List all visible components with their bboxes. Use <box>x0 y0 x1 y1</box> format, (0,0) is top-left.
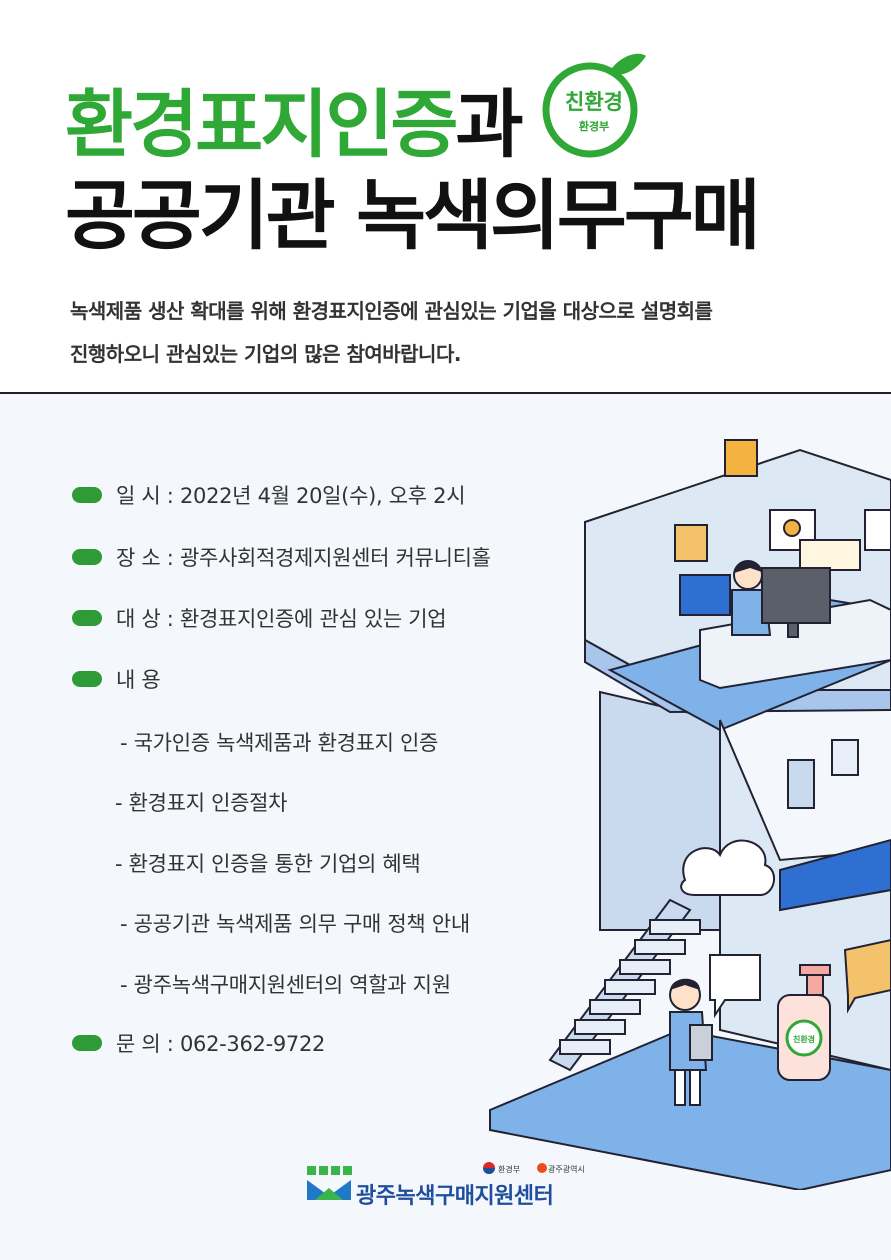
detail-content-label-text: 내 용 <box>116 668 161 692</box>
detail-date: 일 시 : 2022년 4월 20일(수), 오후 2시 <box>72 480 466 510</box>
header-section: 환경표지인증과 공공기관 녹색의무구매 친환경 환경부 녹색제품 생산 확대를 … <box>0 0 891 393</box>
content-item: - 국가인증 녹색제품과 환경표지 인증 <box>120 731 439 755</box>
detail-target: 대 상 : 환경표지인증에 관심 있는 기업 <box>72 603 447 633</box>
description-line2: 진행하오니 관심있는 기업의 많은 참여바랍니다. <box>70 342 461 366</box>
title-black-text: 과 <box>455 82 523 168</box>
detail-contact: 문 의 : 062-362-9722 <box>72 1028 325 1058</box>
bullet-icon <box>72 487 102 503</box>
bullet-icon <box>72 610 102 626</box>
detail-target-text: 대 상 : 환경표지인증에 관심 있는 기업 <box>116 607 447 631</box>
office-illustration: 친환경 <box>489 439 891 1190</box>
content-item: - 환경표지 인증을 통한 기업의 혜택 <box>115 852 421 876</box>
detail-content-label: 내 용 <box>72 664 161 694</box>
center-logo <box>307 1162 547 1200</box>
section-divider <box>0 392 891 394</box>
content-item: - 광주녹색구매지원센터의 역할과 지원 <box>120 973 451 997</box>
bullet-icon <box>72 549 102 565</box>
description-line1: 녹색제품 생산 확대를 위해 환경표지인증에 관심있는 기업을 대상으로 설명회… <box>70 299 713 323</box>
detail-date-text: 일 시 : 2022년 4월 20일(수), 오후 2시 <box>116 484 466 508</box>
page-title-line2: 공공기관 녹색의무구매 <box>65 171 761 260</box>
detail-place: 장 소 : 광주사회적경제지원센터 커뮤니티홀 <box>72 542 491 572</box>
partner-city: 광주광역시 <box>548 1165 585 1174</box>
title-green-text: 환경표지인증 <box>65 82 458 168</box>
detail-contact-text: 문 의 : 062-362-9722 <box>116 1032 326 1056</box>
eco-label-logo <box>542 53 646 158</box>
center-name: 광주녹색구매지원센터 <box>356 1184 554 1209</box>
content-item: - 공공기관 녹색제품 의무 구매 정책 안내 <box>120 912 470 936</box>
partner-ministry: 환경부 <box>498 1165 521 1174</box>
bottle-label: 친환경 <box>793 1034 815 1044</box>
eco-logo-main-text: 친환경 <box>565 90 623 114</box>
eco-logo-sub-text: 환경부 <box>578 120 610 133</box>
content-item: - 환경표지 인증절차 <box>115 791 288 815</box>
bullet-icon <box>72 671 102 687</box>
page-title-line1: 환경표지인증과 <box>65 88 524 162</box>
bullet-icon <box>72 1035 102 1051</box>
detail-place-text: 장 소 : 광주사회적경제지원센터 커뮤니티홀 <box>116 546 491 570</box>
description: 녹색제품 생산 확대를 위해 환경표지인증에 관심있는 기업을 대상으로 설명회… <box>70 290 850 376</box>
